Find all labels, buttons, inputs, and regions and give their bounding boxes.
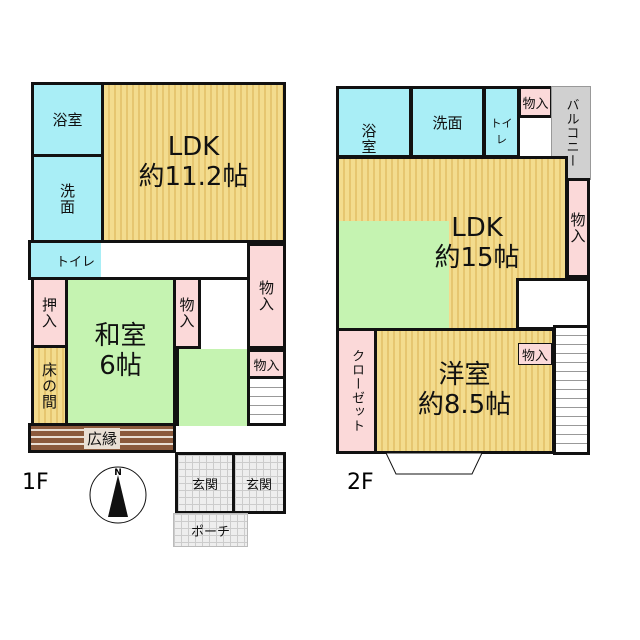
f1-ldk-label: LDK xyxy=(167,131,220,162)
f1-label: 1F xyxy=(22,470,49,495)
f2-bath: 浴室 xyxy=(336,86,412,158)
f2-storage-right: 物入 xyxy=(566,178,590,278)
compass-n: N xyxy=(114,468,122,478)
f1-bath: 浴室 xyxy=(31,82,104,157)
f2-hall xyxy=(516,278,590,330)
f1-toilet-label: トイレ xyxy=(55,254,95,270)
f2-ldk-size: 約15帖 xyxy=(434,242,520,273)
f2-toilet: トイレ xyxy=(483,86,520,158)
f2-storage-top: 物入 xyxy=(518,86,553,118)
f1-washroom: 洗面 xyxy=(31,154,104,243)
compass-icon: N xyxy=(89,466,147,524)
f1-storage-c-label: 物入 xyxy=(253,358,280,374)
f1-washitsu-size: 6帖 xyxy=(99,350,142,381)
f2-ldk-tatami xyxy=(339,221,449,328)
f2-washroom: 洗面 xyxy=(410,86,485,158)
f1-storage-c: 物入 xyxy=(247,349,286,379)
f1-storage-a-label: 物入 xyxy=(177,297,196,329)
f1-washitsu-label: 和室 xyxy=(94,320,147,351)
f1-tatami-room xyxy=(176,349,247,426)
f2-washroom-label: 洗面 xyxy=(432,113,463,132)
f1-storage-b: 物入 xyxy=(247,243,286,349)
f1-bath-label: 浴室 xyxy=(52,111,83,129)
f2-toilet-label: トイレ xyxy=(490,117,513,146)
f2-closet-label: クローゼット xyxy=(349,349,364,433)
f1-engawa: 広縁 xyxy=(28,423,176,453)
f1-entrance-b-label: 玄関 xyxy=(245,477,272,493)
f1-washroom-label: 洗面 xyxy=(58,182,76,215)
bay-window-icon xyxy=(385,452,483,475)
f1-oshiire-label: 押入 xyxy=(40,296,58,329)
f2-storage-small-label: 物入 xyxy=(521,348,548,364)
f1-ldk-size: 約11.2帖 xyxy=(138,161,249,192)
f1-porch: ポーチ xyxy=(173,513,248,547)
f1-entrance-a: 玄関 xyxy=(175,452,235,514)
f1-tokonoma: 床の間 xyxy=(31,345,68,426)
f1-storage-a: 物入 xyxy=(173,277,201,349)
f2-storage-small: 物入 xyxy=(518,343,552,365)
f2-ldk: LDK 約15帖 xyxy=(336,156,568,331)
f1-engawa-label: 広縁 xyxy=(83,427,120,449)
f2-youshitsu-label: 洋室 xyxy=(438,360,491,391)
f1-porch-label: ポーチ xyxy=(190,524,230,540)
f2-stairs xyxy=(553,325,590,455)
f2-ldk-label: LDK xyxy=(451,212,503,243)
f2-storage-right-label: 物入 xyxy=(568,212,587,244)
f1-storage-b-label: 物入 xyxy=(257,280,275,312)
f2-storage-top-label: 物入 xyxy=(522,96,549,112)
f1-toilet: トイレ xyxy=(28,240,104,280)
f2-label: 2F xyxy=(347,470,374,495)
f1-entrance-b: 玄関 xyxy=(232,452,286,514)
f1-tokonoma-label: 床の間 xyxy=(40,361,58,410)
f1-stairs xyxy=(247,376,286,426)
f2-youshitsu-size: 約8.5帖 xyxy=(417,390,512,420)
f2-bath-label: 浴室 xyxy=(359,123,378,155)
f2-closet: クローゼット xyxy=(336,328,377,454)
f1-oshiire: 押入 xyxy=(31,277,68,348)
f2-balcony-label: バルコニー xyxy=(563,98,579,168)
f1-entrance-a-label: 玄関 xyxy=(191,477,218,493)
